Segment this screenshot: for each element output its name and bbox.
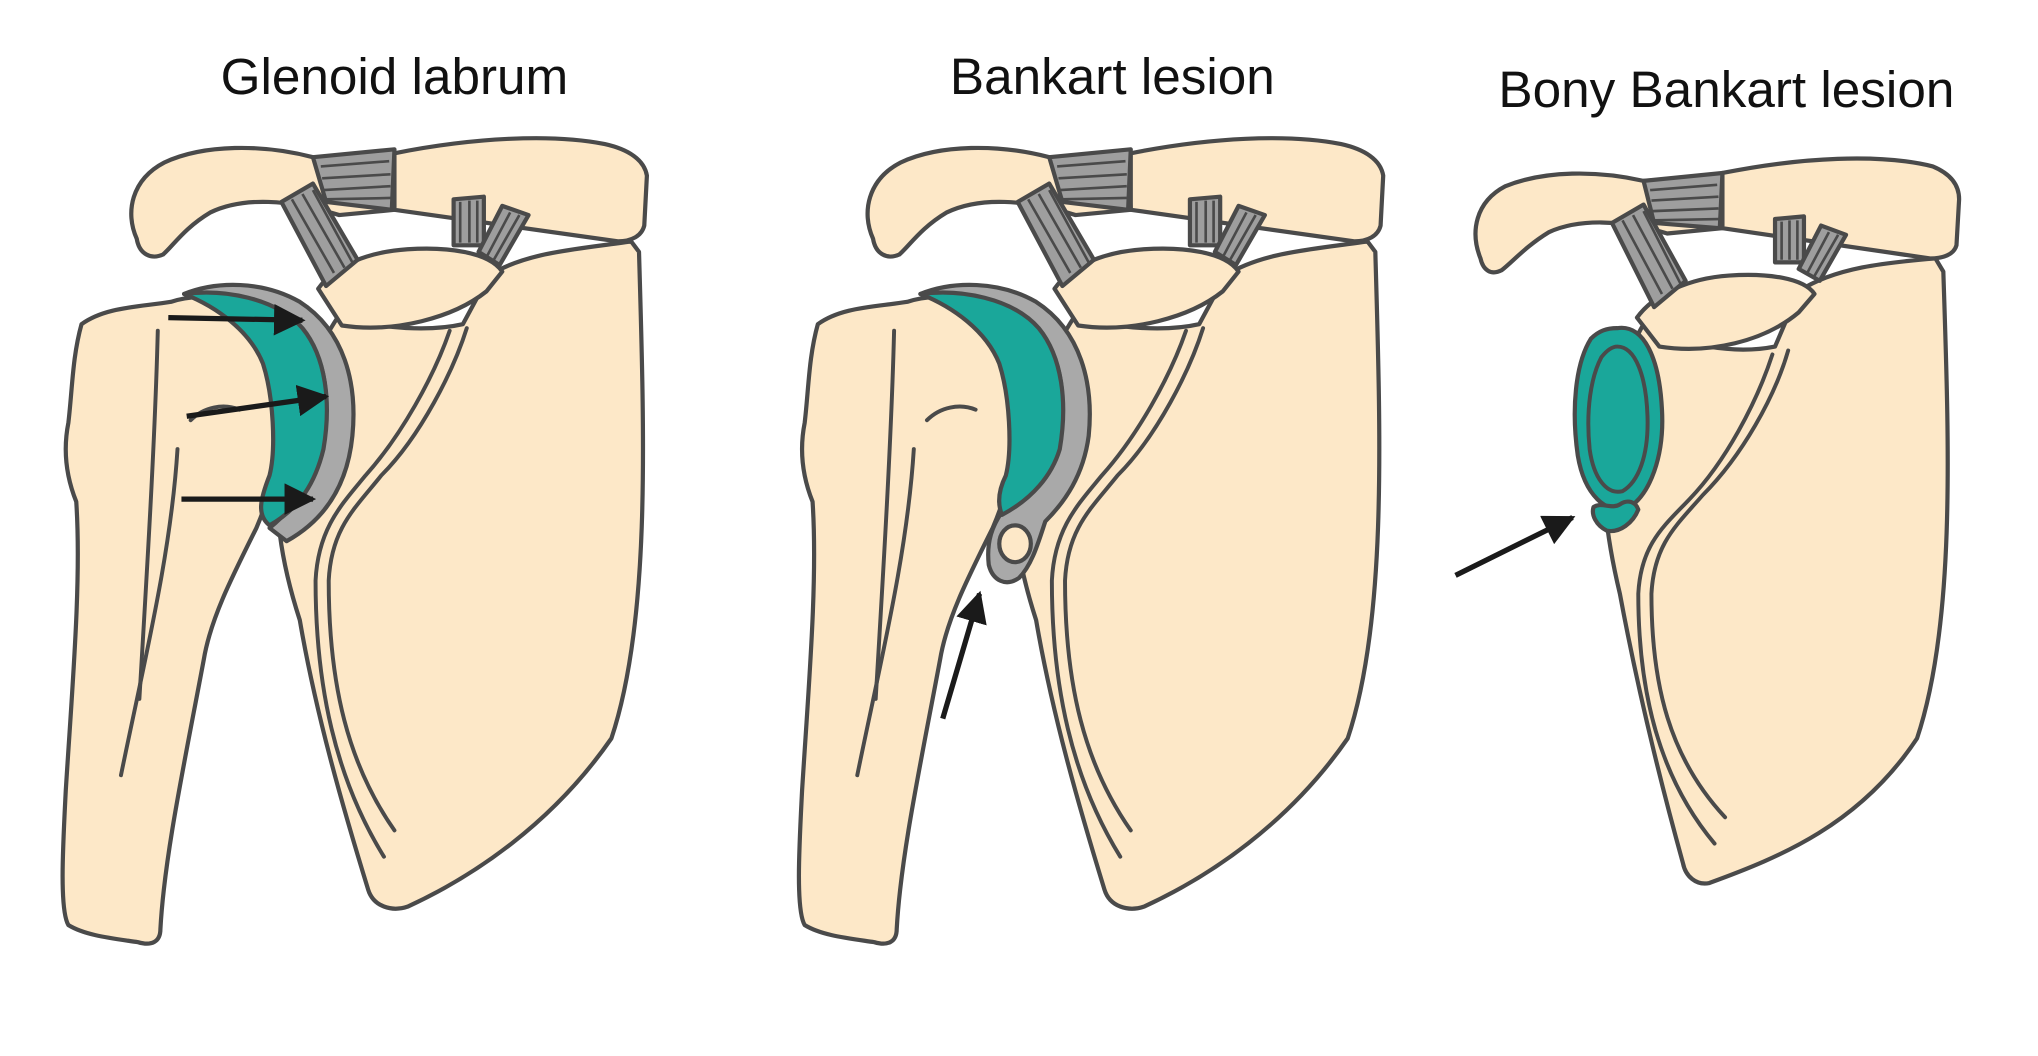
panel-title-bony-bankart-lesion: Bony Bankart lesion [1498,61,1954,118]
humerus-line [855,447,916,778]
ligament-4 [1796,223,1849,283]
arrow [168,303,306,336]
panel-title-glenoid-labrum: Glenoid labrum [221,48,569,105]
panel-title-bankart-lesion: Bankart lesion [950,48,1275,105]
scapula-inner-line [313,328,452,859]
ligament-4 [1212,203,1267,268]
ligament-2 [1609,202,1688,310]
bony-fragment [1590,499,1641,534]
humerus-line [924,404,978,423]
glenoid-cartilage [918,290,1066,517]
panel-bony-bankart-lesion: Bony Bankart lesion [1454,61,1962,886]
ligament-2 [279,181,360,289]
humerus [60,295,283,946]
humerus [796,295,1020,946]
ligament-3 [451,194,486,248]
arrow [940,590,987,720]
ligament-1 [1047,147,1133,212]
scapula-inner-line [1049,328,1188,859]
glenoid-face-rim [1586,344,1650,494]
labrum-tear-hole [997,523,1033,565]
humerus-line [137,328,160,701]
coracoid-process [1052,246,1241,330]
ligament-1 [310,147,397,212]
ligament-3 [1772,214,1807,265]
ligament-4 [476,203,531,268]
arrow [186,384,330,419]
ligament-1 [1641,170,1725,231]
humerus-line [873,328,897,701]
humerus-line [118,447,180,778]
arrow [1454,515,1576,578]
coracoid-process [316,246,505,330]
scapula-inner-line [1649,348,1791,820]
panel-bankart-lesion: Bankart lesion [796,48,1386,946]
scapula-inner-line [1636,352,1775,846]
ligament-3 [1187,194,1223,248]
scapula-inner-line [1063,326,1206,833]
scapula-inner-line [326,326,469,833]
ligament-2 [1015,181,1097,289]
panel-glenoid-labrum: Glenoid labrum [60,48,650,946]
